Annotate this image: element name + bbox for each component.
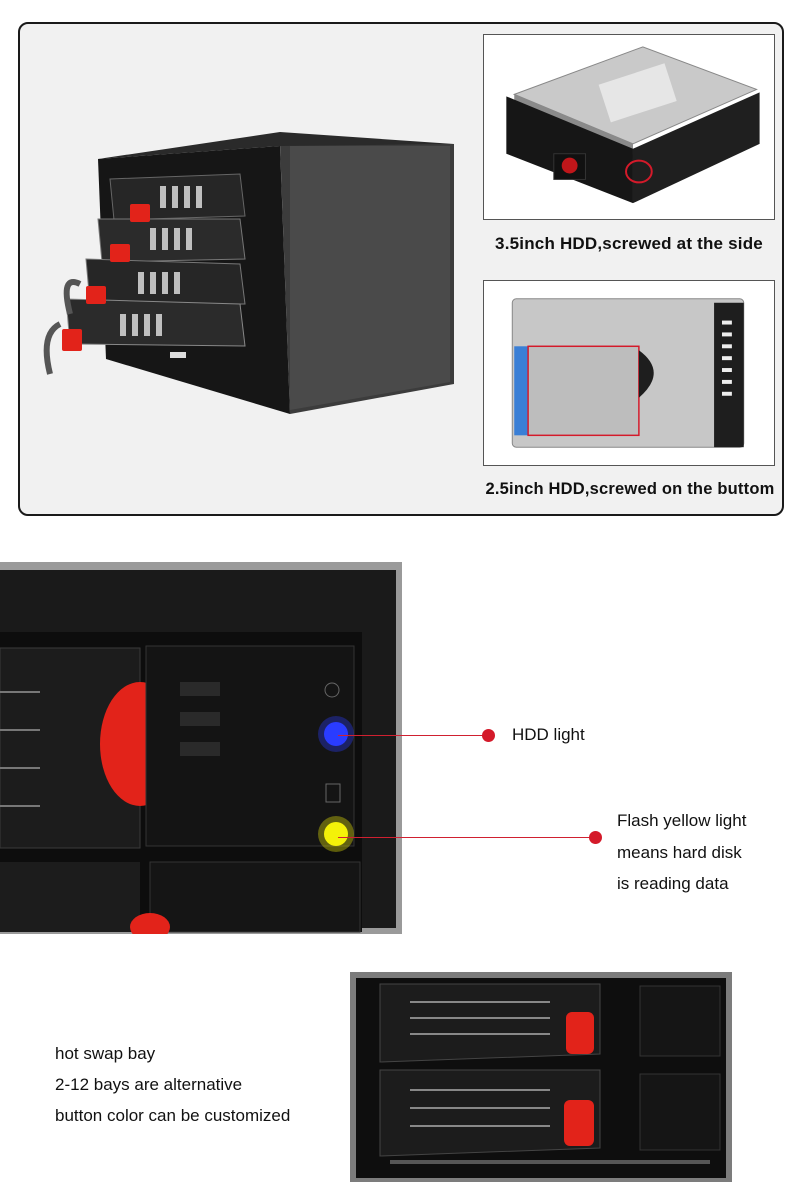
product-overview-panel: 3.5inch HDD,screwed at the side 2.5inch … bbox=[18, 22, 784, 516]
enclosure-image bbox=[43, 132, 454, 414]
hdd-light-label: HDD light bbox=[512, 725, 585, 744]
bay-line-3: button color can be customized bbox=[55, 1106, 291, 1125]
hdd-25-image bbox=[483, 280, 775, 466]
flash-line-2: means hard disk bbox=[617, 842, 742, 862]
hdd-35-image bbox=[483, 34, 775, 220]
bay-line-2: 2-12 bays are alternative bbox=[55, 1075, 243, 1094]
flash-line-1: Flash yellow light bbox=[617, 811, 747, 830]
bay-description: hot swap bay 2-12 bays are alternative b… bbox=[55, 1038, 290, 1131]
caption-35-inch: 3.5inch HDD,screwed at the side bbox=[495, 234, 763, 253]
led-closeup-image bbox=[0, 562, 402, 934]
flash-light-description: Flash yellow light means hard disk is re… bbox=[617, 805, 746, 900]
hot-swap-bay-image bbox=[350, 972, 732, 1182]
hdd-light-callout-line bbox=[338, 735, 490, 736]
bay-line-1: hot swap bay bbox=[55, 1044, 156, 1063]
caption-25-inch: 2.5inch HDD,screwed on the buttom bbox=[485, 480, 775, 498]
flash-line-3: is reading data bbox=[617, 874, 729, 893]
hdd-light-callout-dot bbox=[482, 729, 495, 742]
flash-light-callout-line bbox=[338, 837, 596, 838]
flash-light-callout-dot bbox=[589, 831, 602, 844]
